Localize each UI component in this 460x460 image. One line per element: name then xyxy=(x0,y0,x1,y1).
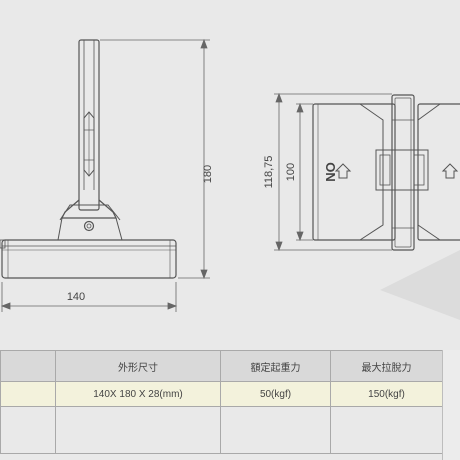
spec-empty-row xyxy=(0,406,443,454)
magnet-base xyxy=(1,239,177,279)
left-arrow-icon xyxy=(334,163,352,179)
dimension-label-118-75: 118,75 xyxy=(263,156,275,189)
spec-value-row: 140X 180 X 28(mm) 50(kgf) 150(kgf) xyxy=(0,381,443,407)
spec-value-cell: 50(kgf) xyxy=(220,381,331,407)
dimension-label-100: 100 xyxy=(285,163,297,181)
pivot-hole xyxy=(83,220,95,232)
top-view xyxy=(312,94,460,251)
spec-header-row: 外形尺寸 額定起重力 最大拉脫力 xyxy=(0,350,443,382)
dimension-label-180: 180 xyxy=(202,165,214,183)
spec-value-cell: 140X 180 X 28(mm) xyxy=(55,381,221,407)
side-view xyxy=(0,39,177,279)
dimension-180 xyxy=(100,38,210,280)
technical-drawing: 180 140 ON 1 xyxy=(0,38,460,320)
spec-header-cell: 最大拉脫力 xyxy=(330,350,443,382)
dimension-100 xyxy=(296,102,313,242)
spec-header-cell xyxy=(0,350,56,382)
table-edge xyxy=(442,350,460,460)
spec-table: 外形尺寸 額定起重力 最大拉脫力 140X 180 X 28(mm) 50(kg… xyxy=(0,350,443,454)
right-magnet-block xyxy=(417,103,460,241)
spec-header-cell: 外形尺寸 xyxy=(55,350,221,382)
dimension-118-75 xyxy=(274,92,392,252)
dimension-label-140: 140 xyxy=(67,291,85,303)
handle-post xyxy=(78,39,100,211)
spec-header-cell: 額定起重力 xyxy=(220,350,331,382)
right-arrow-icon xyxy=(441,163,459,179)
spec-value-cell xyxy=(0,381,56,407)
spec-value-cell: 150(kgf) xyxy=(330,381,443,407)
dimension-140 xyxy=(0,282,178,312)
on-label: ON xyxy=(323,162,338,182)
